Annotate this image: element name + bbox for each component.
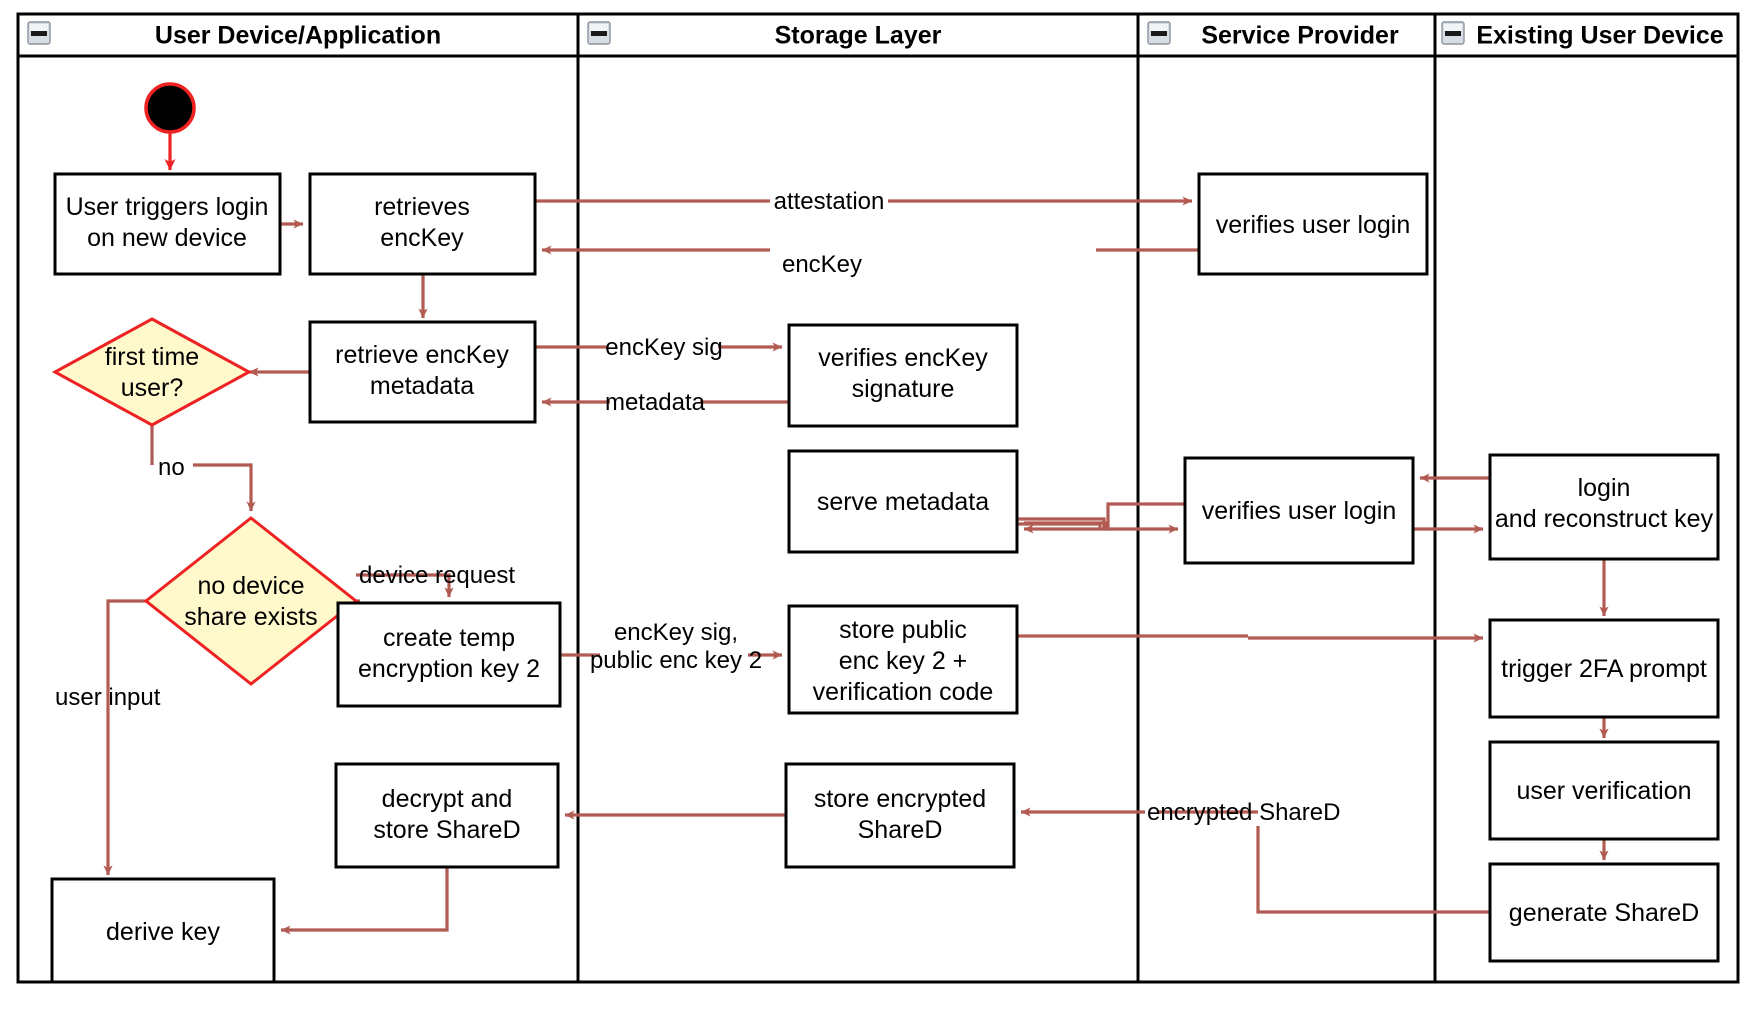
- node-label-line: serve metadata: [817, 488, 989, 516]
- node-label-line: verifies user login: [1216, 211, 1411, 239]
- node-label-line: signature: [852, 375, 955, 403]
- node-label-line: decrypt and: [382, 785, 513, 813]
- lane-title-storage: Storage Layer: [775, 22, 942, 50]
- collapse-minus-icon[interactable]: [1441, 21, 1465, 45]
- node-label-line: encryption key 2: [358, 655, 540, 683]
- node-user-verification[interactable]: user verification: [1488, 740, 1720, 841]
- node-label-line: user verification: [1516, 777, 1691, 805]
- edge-label-encrypted-shared: encrypted ShareD: [1147, 799, 1340, 826]
- node-generate-shared[interactable]: generate ShareD: [1488, 862, 1720, 963]
- node-login-and-reconstruct-key[interactable]: login and reconstruct key: [1488, 453, 1720, 561]
- swimlane-frame: [16, 12, 1740, 984]
- lane-header-user-device[interactable]: User Device/Application: [27, 21, 441, 50]
- edge-no-seg2: [193, 463, 256, 512]
- edge-label-enckey-sig: encKey sig: [605, 334, 722, 361]
- node-verifies-user-login-attestation[interactable]: verifies user login: [1197, 172, 1429, 276]
- decision-label-line: share exists: [184, 603, 317, 631]
- node-label-line: retrieve encKey: [335, 341, 509, 369]
- node-label-line: on new device: [87, 224, 247, 252]
- node-label-line: metadata: [370, 372, 474, 400]
- lane-title-user-device: User Device/Application: [155, 22, 441, 50]
- collapse-minus-icon[interactable]: [27, 21, 51, 45]
- collapse-minus-icon[interactable]: [587, 21, 611, 45]
- node-verifies-enckey-signature[interactable]: verifies encKey signature: [787, 323, 1019, 428]
- node-retrieves-enckey[interactable]: retrieves encKey: [308, 172, 537, 276]
- decision-label-line: user?: [121, 374, 184, 402]
- edge-servemetadata-to-sp: [1024, 521, 1179, 534]
- node-label-line: generate ShareD: [1509, 899, 1699, 927]
- node-store-public-enc-key-2[interactable]: store public enc key 2 + verification co…: [787, 604, 1019, 715]
- node-serve-metadata[interactable]: serve metadata: [787, 449, 1019, 554]
- node-label-line: enc key 2 +: [839, 647, 968, 675]
- node-verifies-user-login-metadata[interactable]: verifies user login: [1183, 456, 1415, 565]
- node-label-line: login: [1578, 474, 1631, 502]
- edge-layer: attestation encKey encKey sig metadata n…: [55, 133, 1609, 935]
- node-no-device-share-decision[interactable]: no device share exists: [143, 516, 359, 686]
- collapse-minus-icon[interactable]: [1147, 21, 1171, 45]
- node-label-line: create temp: [383, 624, 515, 652]
- edge-label-attestation: attestation: [774, 188, 885, 215]
- node-label-line: ShareD: [858, 816, 943, 844]
- node-store-encrypted-shared[interactable]: store encrypted ShareD: [784, 762, 1016, 869]
- node-label-line: encKey: [380, 224, 464, 252]
- lane-title-existing-device: Existing User Device: [1476, 22, 1723, 50]
- edge-label-enckeysig-pubkey2-line1: encKey sig,: [614, 619, 738, 646]
- node-label-line: trigger 2FA prompt: [1501, 655, 1707, 683]
- edge-label-metadata: metadata: [605, 389, 706, 416]
- node-label-line: derive key: [106, 918, 220, 946]
- node-label-line: store public: [839, 616, 967, 644]
- node-label-line: verification code: [813, 678, 994, 706]
- node-label-line: store encrypted: [814, 785, 986, 813]
- node-user-triggers-login[interactable]: User triggers login on new device: [53, 172, 282, 276]
- node-label-line: retrieves: [374, 193, 470, 221]
- node-decrypt-and-store-shared[interactable]: decrypt and store ShareD: [334, 762, 560, 869]
- lane-header-service-provider[interactable]: Service Provider: [1147, 21, 1399, 50]
- edge-label-no: no: [158, 454, 185, 481]
- edge-devicereq-seg2: [356, 573, 454, 598]
- lane-header-existing-device[interactable]: Existing User Device: [1441, 21, 1724, 50]
- node-trigger-2fa-prompt[interactable]: trigger 2FA prompt: [1488, 618, 1720, 719]
- node-label-line: verifies user login: [1202, 497, 1397, 525]
- start-node[interactable]: [144, 82, 196, 134]
- edge-sp-to-servemetadata: [1023, 502, 1185, 534]
- lane-header-storage[interactable]: Storage Layer: [587, 21, 942, 50]
- edge-decrypt-to-derive: [280, 867, 449, 935]
- node-derive-key[interactable]: derive key: [50, 877, 276, 984]
- edge-label-enckey: encKey: [782, 251, 862, 278]
- edge-label-device-request: device request: [359, 562, 515, 589]
- decision-label-line: no device: [197, 572, 304, 600]
- decision-label-line: first time: [105, 343, 199, 371]
- edge-label-enckeysig-pubkey2-line2: public enc key 2: [590, 647, 762, 674]
- node-first-time-user-decision[interactable]: first time user?: [51, 317, 253, 427]
- edge-user-input: [103, 599, 146, 876]
- edge-label-user-input: user input: [55, 684, 161, 711]
- node-create-temp-encryption-key-2[interactable]: create temp encryption key 2: [336, 601, 562, 708]
- lane-title-service-provider: Service Provider: [1201, 22, 1399, 50]
- node-label-line: store ShareD: [373, 816, 520, 844]
- node-label-line: and reconstruct key: [1495, 505, 1714, 533]
- node-label-line: verifies encKey: [818, 344, 988, 372]
- node-retrieve-enckey-metadata[interactable]: retrieve encKey metadata: [308, 320, 537, 424]
- node-label-line: User triggers login: [66, 193, 269, 221]
- edge-encshared-seg1: [1256, 826, 1490, 914]
